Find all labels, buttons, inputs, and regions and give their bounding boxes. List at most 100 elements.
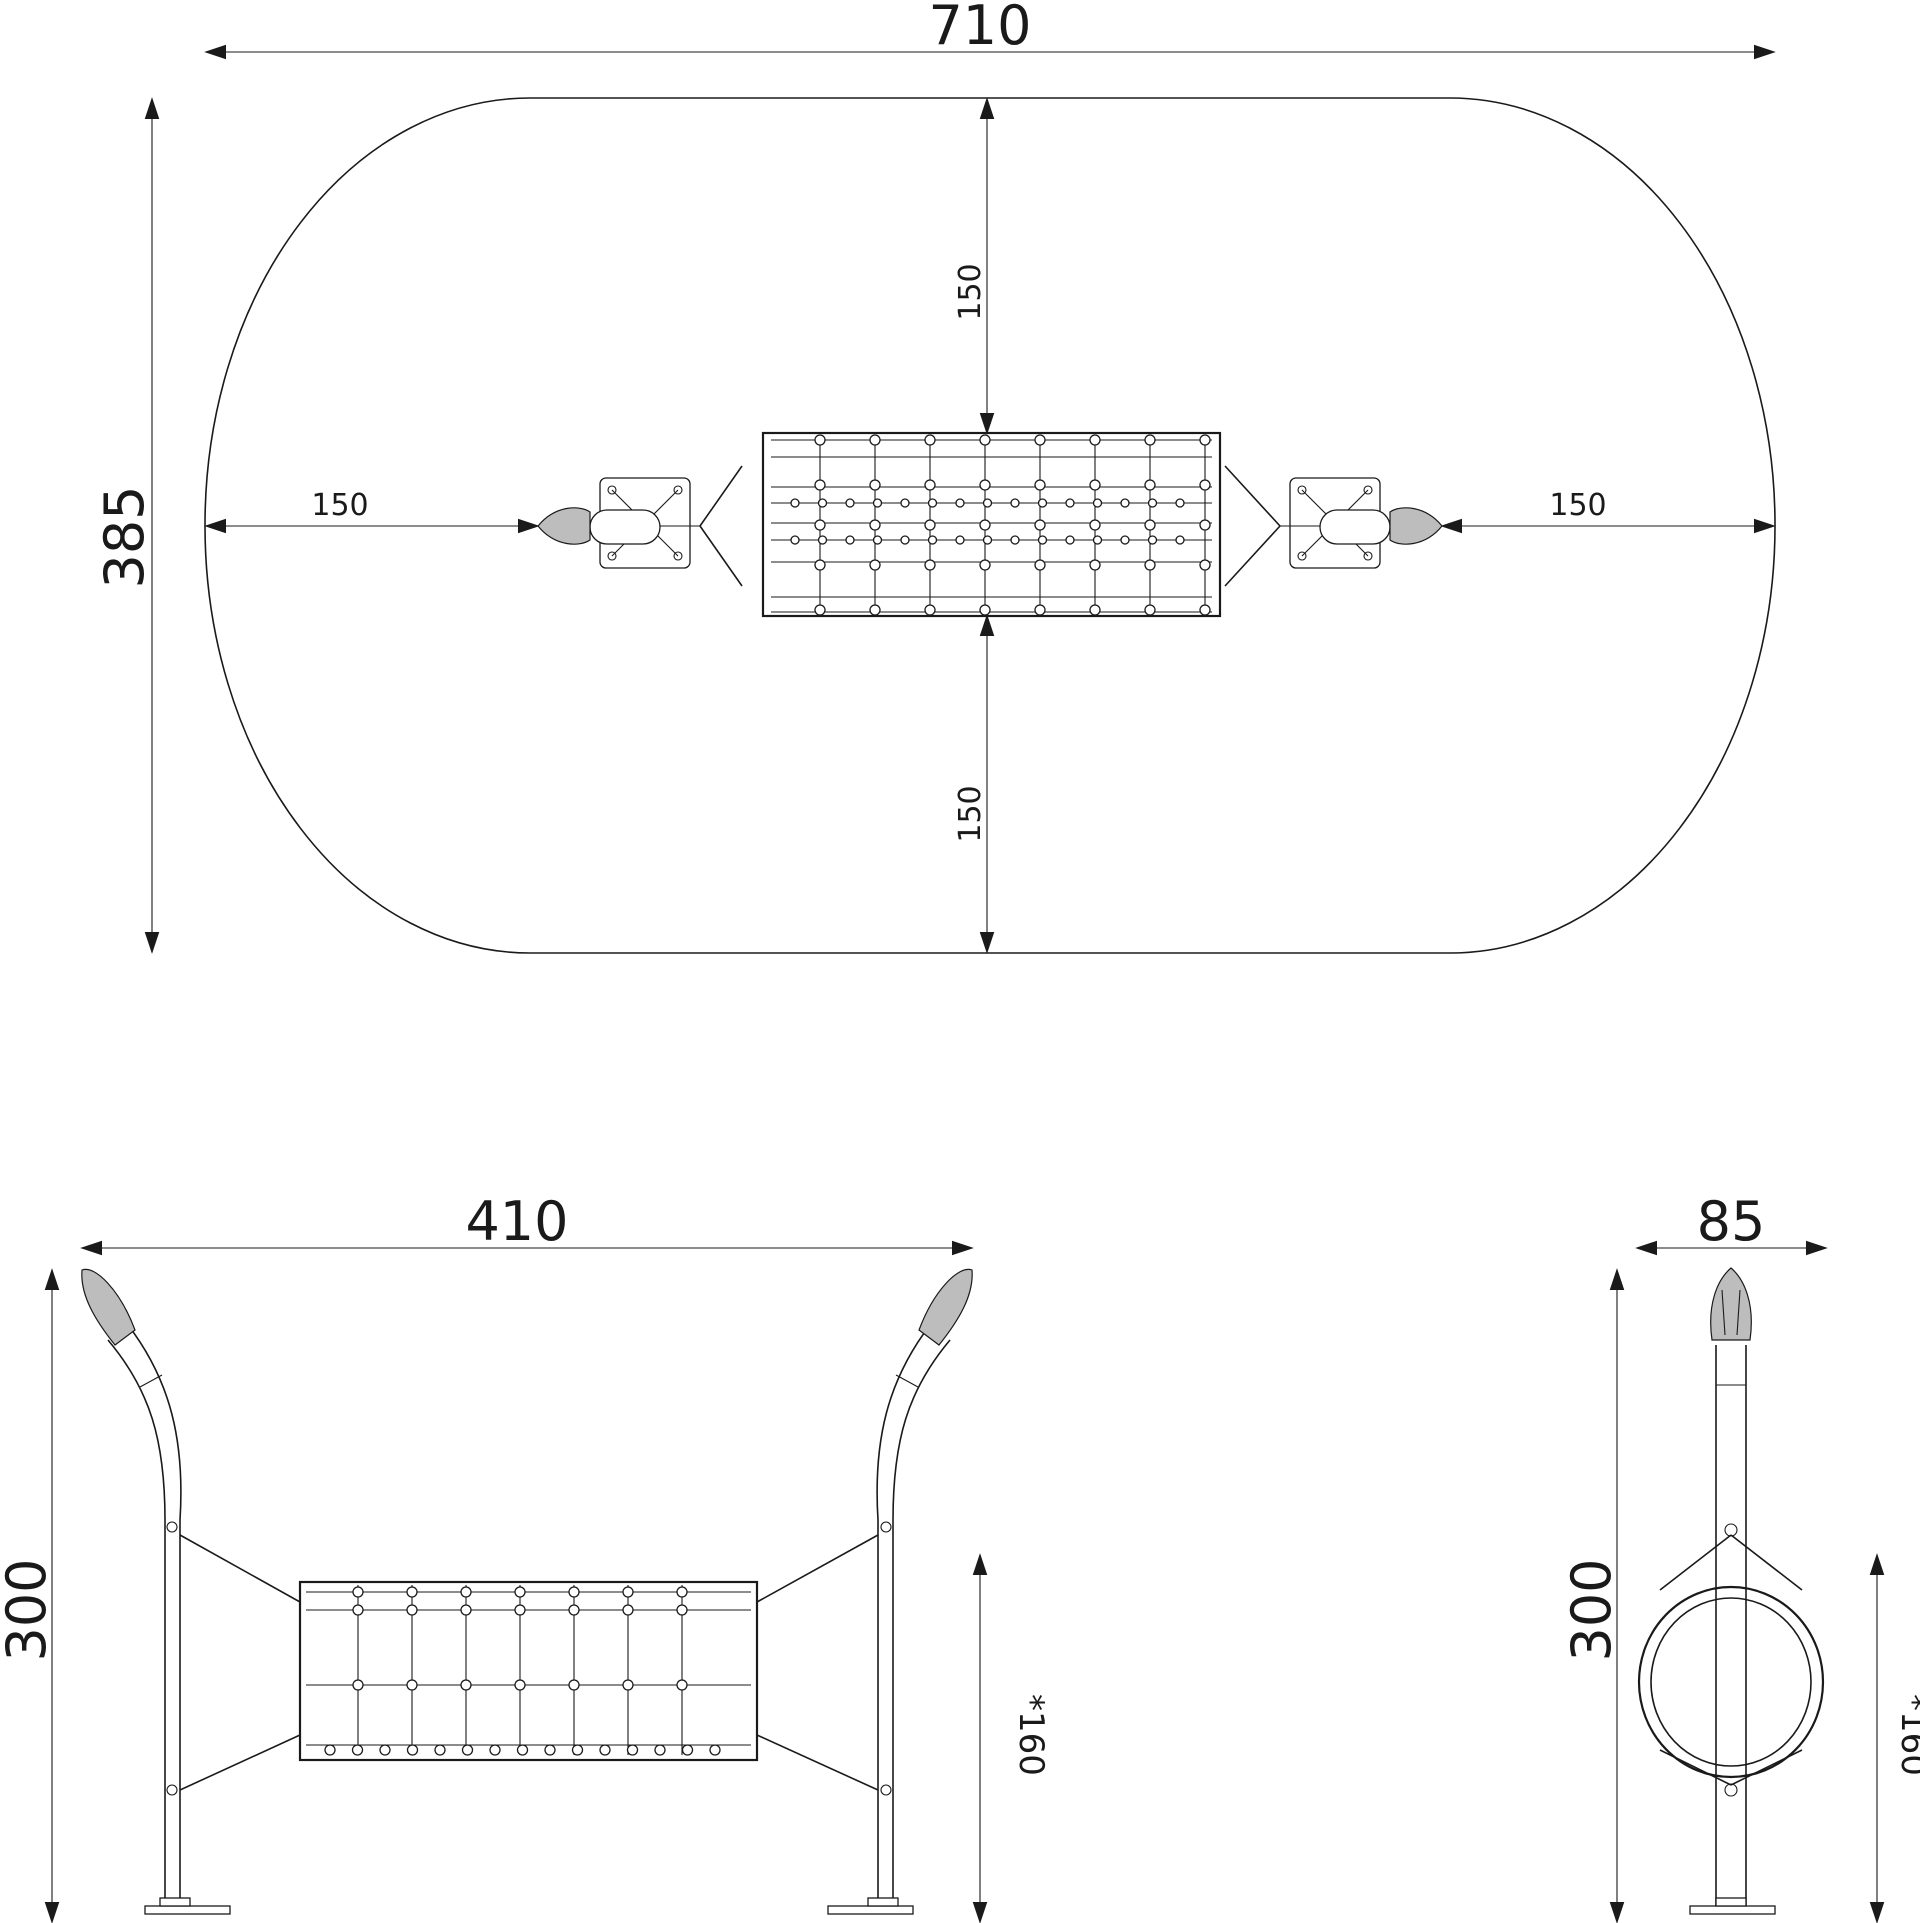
- net-knot: [622, 1679, 634, 1691]
- net-knot: [568, 1604, 580, 1616]
- net-knot: [1034, 479, 1046, 491]
- net-knot: [460, 1586, 472, 1598]
- front-view: 410 300 *160: [0, 1190, 1051, 1923]
- net-knot: [406, 1604, 418, 1616]
- net-knot: [1144, 434, 1156, 446]
- dim-side-width: 85: [1697, 1190, 1766, 1253]
- net-knot: [514, 1586, 526, 1598]
- dim-clear-top: 150: [953, 263, 988, 320]
- net-knot: [676, 1604, 688, 1616]
- front-left-post: [81, 1268, 301, 1915]
- net-knot: [814, 604, 826, 616]
- front-right-post: [756, 1268, 973, 1915]
- net-knot: [1034, 434, 1046, 446]
- net-knot: [1037, 535, 1048, 545]
- net-knot: [1065, 498, 1075, 508]
- net-knot: [568, 1586, 580, 1598]
- net-knot: [1010, 535, 1020, 545]
- net-knot: [1199, 519, 1211, 531]
- net-knot: [461, 1744, 474, 1756]
- net-knot: [1175, 498, 1185, 508]
- dim-front-width: 410: [465, 1190, 568, 1253]
- dim-side-net-height: *160: [1893, 1694, 1920, 1776]
- dim-overall-length: 710: [928, 0, 1031, 57]
- net-knot: [814, 559, 826, 571]
- net-knot: [460, 1604, 472, 1616]
- net-knot: [1120, 498, 1130, 508]
- dim-overall-width: 385: [93, 485, 156, 588]
- net-knot: [406, 1744, 419, 1756]
- net-knot: [599, 1744, 611, 1756]
- net-knot: [1089, 604, 1101, 616]
- net-knot: [814, 519, 826, 531]
- net-knot: [814, 434, 826, 446]
- net-knot: [900, 535, 910, 545]
- plan-net: [761, 431, 1222, 618]
- dim-side-height: 300: [1560, 1558, 1623, 1661]
- net-knot: [869, 479, 881, 491]
- net-knot: [1034, 519, 1046, 531]
- plan-view: 710 385 150 150 150 150: [93, 0, 1776, 954]
- net-knot: [622, 1586, 634, 1598]
- dim-clear-right: 150: [1549, 488, 1606, 523]
- dim-clear-left: 150: [311, 488, 368, 523]
- net-knot: [1034, 559, 1046, 571]
- net-knot: [982, 535, 993, 545]
- net-knot: [1092, 498, 1103, 508]
- net-knot: [982, 498, 993, 508]
- side-post: [1637, 1267, 1825, 1915]
- net-knot: [924, 604, 936, 616]
- side-view: 85 300 *160: [1560, 1190, 1920, 1923]
- net-knot: [544, 1744, 556, 1756]
- net-knot: [1199, 479, 1211, 491]
- net-knot: [927, 535, 938, 545]
- net-knot: [1034, 604, 1046, 616]
- net-knot: [1120, 535, 1130, 545]
- net-knot: [352, 1679, 364, 1691]
- net-knot: [790, 535, 800, 545]
- net-knot: [1037, 498, 1048, 508]
- net-knot: [924, 519, 936, 531]
- plan-left-post: [537, 465, 743, 587]
- net-knot: [654, 1744, 666, 1756]
- net-knot: [434, 1744, 446, 1756]
- net-knot: [979, 519, 991, 531]
- net-knot: [869, 519, 881, 531]
- net-knot: [489, 1744, 501, 1756]
- net-knot: [681, 1744, 694, 1756]
- net-knot: [845, 535, 855, 545]
- net-knot: [817, 535, 828, 545]
- net-knot: [1144, 479, 1156, 491]
- net-knot: [324, 1744, 336, 1756]
- net-knot: [814, 479, 826, 491]
- net-knot: [955, 498, 965, 508]
- net-knot: [1144, 604, 1156, 616]
- net-knot: [979, 434, 991, 446]
- net-knot: [979, 479, 991, 491]
- net-knot: [872, 535, 883, 545]
- net-knot: [869, 434, 881, 446]
- plan-right-post: [1224, 465, 1443, 587]
- net-knot: [514, 1679, 526, 1691]
- net-knot: [379, 1744, 391, 1756]
- net-knot: [1089, 434, 1101, 446]
- net-knot: [1089, 479, 1101, 491]
- net-knot: [979, 604, 991, 616]
- net-knot: [709, 1744, 721, 1756]
- net-knot: [626, 1744, 639, 1756]
- net-knot: [900, 498, 910, 508]
- net-knot: [1144, 559, 1156, 571]
- net-knot: [351, 1744, 364, 1756]
- net-knot: [1147, 498, 1158, 508]
- dim-front-net-height: *160: [1011, 1694, 1051, 1776]
- net-knot: [817, 498, 828, 508]
- net-knot: [406, 1586, 418, 1598]
- net-knot: [568, 1679, 580, 1691]
- net-knot: [872, 498, 883, 508]
- net-knot: [790, 498, 800, 508]
- net-knot: [1199, 559, 1211, 571]
- front-net: [298, 1580, 759, 1762]
- net-knot: [869, 604, 881, 616]
- net-knot: [1010, 498, 1020, 508]
- net-knot: [676, 1586, 688, 1598]
